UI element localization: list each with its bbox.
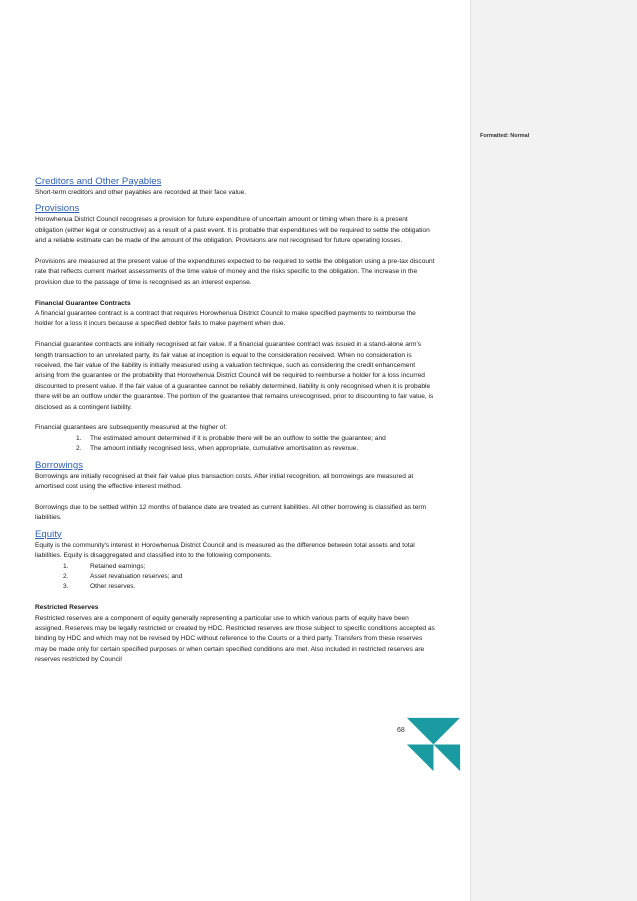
list-item: 2.The amount initially recognised less, …	[76, 445, 359, 453]
heading-provisions: Provisions	[35, 203, 80, 215]
guarantee-paragraph-3: Financial guarantees are subsequently me…	[35, 424, 228, 432]
creditors-paragraph: Short-term creditors and other payables …	[35, 189, 247, 196]
list-item: 2.Asset revaluation reserves; and	[63, 572, 183, 580]
provisions-paragraph-2: Provisions are measured at the present v…	[35, 258, 435, 286]
heading-borrowings: Borrowings	[35, 459, 83, 471]
logo-triangle-bottom-right	[433, 744, 461, 772]
logo-triangle-right	[433, 717, 461, 745]
heading-creditors: Creditors and Other Payables	[35, 176, 162, 187]
logo-triangle-top	[406, 717, 434, 745]
guarantee-list: 1.The estimated amount determined if it …	[35, 434, 435, 455]
restricted-paragraph: Restricted reserves are a component of e…	[35, 614, 435, 664]
equity-paragraph: Equity is the community's interest in Ho…	[35, 541, 415, 560]
heading-restricted-reserves: Restricted Reserves	[35, 604, 99, 612]
heading-financial-guarantee: Financial Guarantee Contracts	[35, 299, 131, 307]
list-item: 1.Retained earnings;	[63, 562, 146, 570]
list-item: 3.Other reserves.	[63, 583, 136, 591]
provisions-paragraph-1: Horowhenua District Council recognises a…	[35, 216, 430, 245]
guarantee-paragraph-1: A financial guarantee contract is a cont…	[35, 310, 416, 328]
equity-list: 1.Retained earnings; 2.Asset revaluation…	[35, 562, 435, 593]
comment-label: Formatted: Normal	[480, 133, 530, 139]
triangle-logo-icon	[406, 717, 461, 772]
comment-pane	[470, 0, 637, 901]
guarantee-paragraph-2: Financial guarantee contracts are initia…	[35, 341, 434, 411]
logo-triangle-bottom-left	[406, 744, 434, 772]
list-item: 1.The estimated amount determined if it …	[76, 434, 386, 442]
document-body: Creditors and Other Payables Short-term …	[35, 176, 435, 666]
heading-equity: Equity	[35, 528, 62, 540]
borrowings-paragraph-1: Borrowings are initially recognised at t…	[35, 472, 414, 491]
page-number: 68	[397, 727, 405, 734]
borrowings-paragraph-2: Borrowings due to be settled within 12 m…	[35, 503, 427, 522]
